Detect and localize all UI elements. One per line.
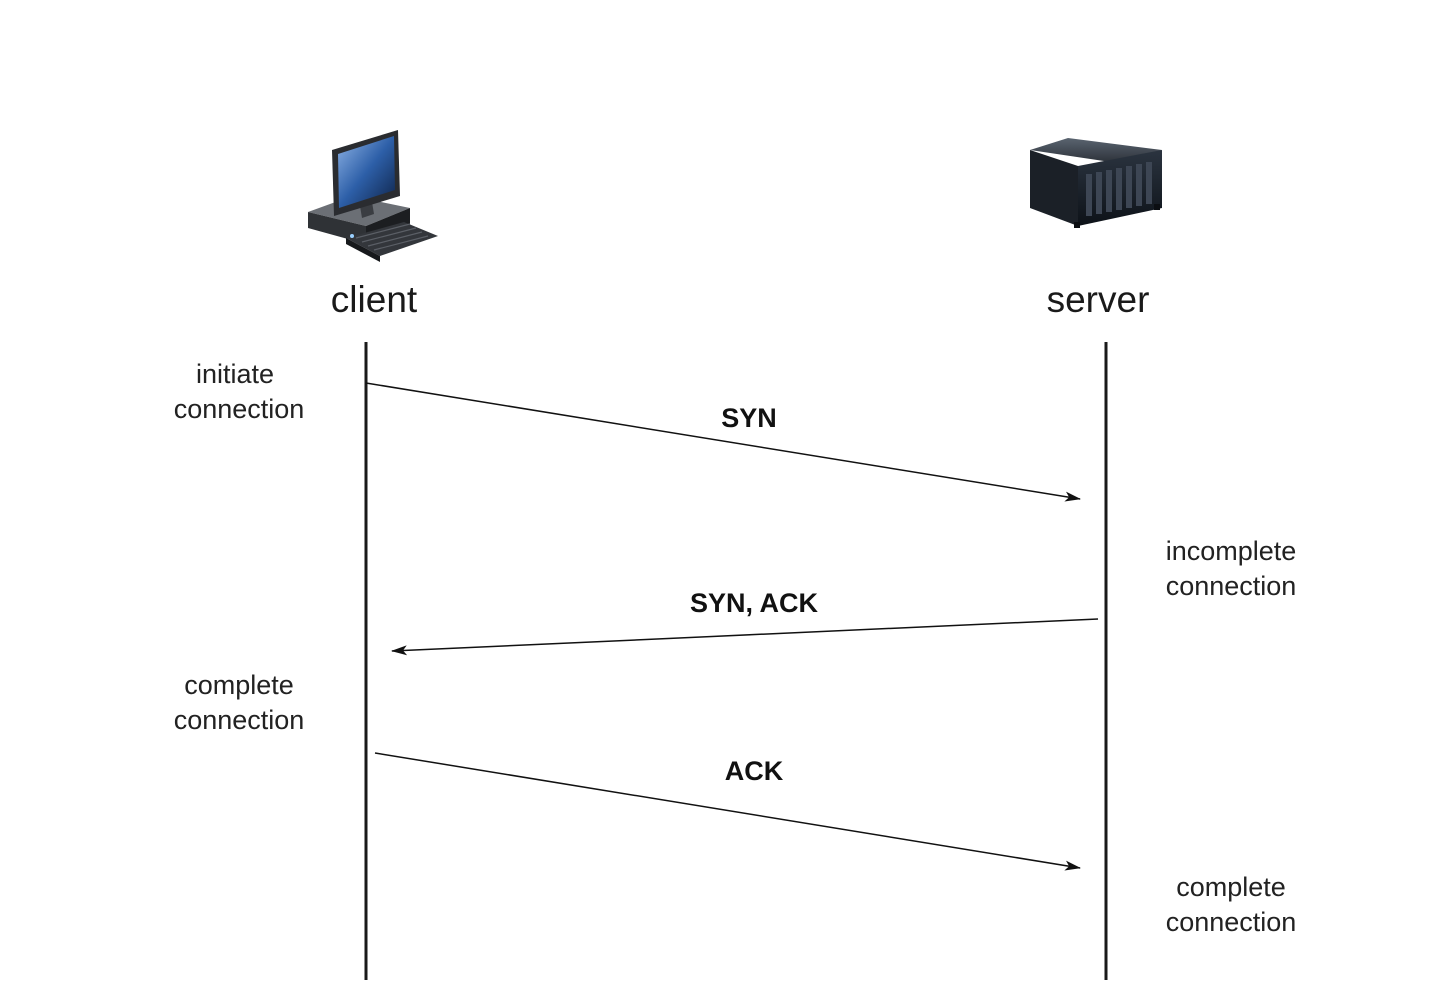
syn-label: SYN (721, 403, 777, 433)
note-server-incomplete-line1: incomplete (1166, 536, 1297, 566)
note-server-complete-line2: connection (1166, 907, 1297, 937)
note-client-complete-line2: connection (174, 705, 305, 735)
note-server-complete-line1: complete (1176, 872, 1286, 902)
syn-ack-label: SYN, ACK (690, 588, 819, 618)
ack-arrow (374, 752, 1081, 871)
note-server-complete: complete connection (1166, 872, 1297, 937)
ack-label: ACK (725, 756, 784, 786)
desktop-computer-icon (308, 130, 438, 262)
note-client-initiate: initiate connection (174, 359, 305, 424)
syn-ack-arrow (391, 618, 1099, 656)
note-server-incomplete: incomplete connection (1166, 536, 1297, 601)
server-label: server (1047, 279, 1150, 320)
note-client-complete-line1: complete (184, 670, 294, 700)
syn-arrow (365, 382, 1081, 502)
note-client-initiate-line2: connection (174, 394, 305, 424)
rack-server-icon (1030, 138, 1162, 228)
note-client-initiate-line1: initiate (196, 359, 274, 389)
note-client-complete: complete connection (174, 670, 305, 735)
note-server-incomplete-line2: connection (1166, 571, 1297, 601)
client-label: client (331, 279, 418, 320)
